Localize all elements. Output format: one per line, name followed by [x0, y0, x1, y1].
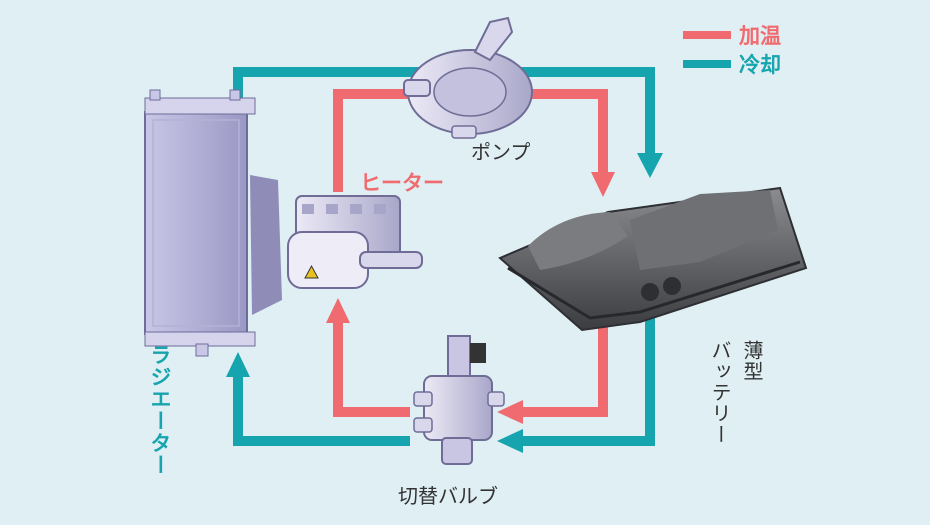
cooling-line-bottom [233, 372, 410, 446]
warning-label-icon [304, 264, 319, 279]
heating-line-bottom [333, 320, 410, 417]
legend-cooling: 冷却 [683, 49, 781, 79]
cooling-arrow-down [637, 153, 663, 178]
radiator-illustration [144, 89, 282, 357]
heating-arrow-down [591, 172, 615, 197]
heating-arrow-up [326, 298, 350, 323]
pump-label: ポンプ [471, 140, 531, 164]
battery-label-line1: 薄型 [740, 340, 764, 382]
battery-illustration [498, 186, 808, 332]
cooling-line-right [520, 312, 655, 446]
legend-heating-label: 加温 [739, 24, 781, 48]
cooling-swatch [683, 60, 731, 68]
pump-illustration [403, 16, 533, 139]
legend-heating: 加温 [683, 20, 781, 50]
heating-swatch [683, 31, 731, 39]
cooling-arrow-left [497, 429, 523, 453]
radiator-label: ラジエーター [148, 344, 172, 476]
legend-cooling-label: 冷却 [739, 53, 781, 77]
heater-label: ヒーター [360, 171, 444, 195]
heater-illustration [287, 195, 423, 289]
valve-illustration [413, 335, 505, 465]
valve-label: 切替バルブ [398, 484, 498, 508]
heating-arrow-left [497, 400, 523, 424]
battery-label-line2: バッテリー [708, 340, 732, 445]
cooling-arrow-up [226, 352, 250, 377]
heating-line-right [520, 322, 608, 417]
